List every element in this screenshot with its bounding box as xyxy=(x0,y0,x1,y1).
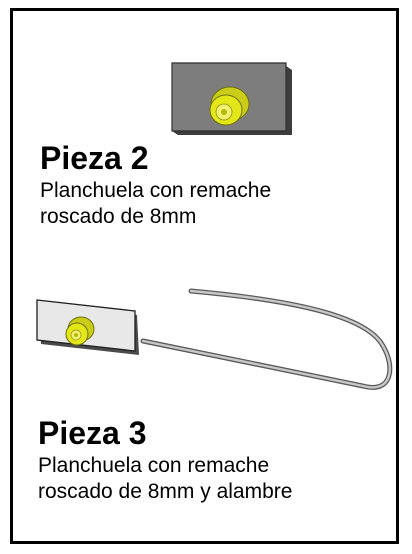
piece-2-desc-line-1: Planchuela con remache xyxy=(40,179,272,202)
plate-with-rivet-icon xyxy=(171,62,292,135)
piece-2-desc-line-2: roscado de 8mm xyxy=(40,205,197,228)
parts-card: Pieza 2 Planchuela con remache roscado d… xyxy=(10,8,399,544)
piece-3-desc-line-2: roscado de 8mm y alambre xyxy=(38,480,293,503)
plate-with-rivet-and-wire-icon xyxy=(36,288,393,390)
piece-3-desc-line-1: Planchuela con remache xyxy=(38,454,270,477)
piece-3-title: Pieza 3 xyxy=(38,415,147,451)
piece-2-title: Pieza 2 xyxy=(40,140,149,176)
